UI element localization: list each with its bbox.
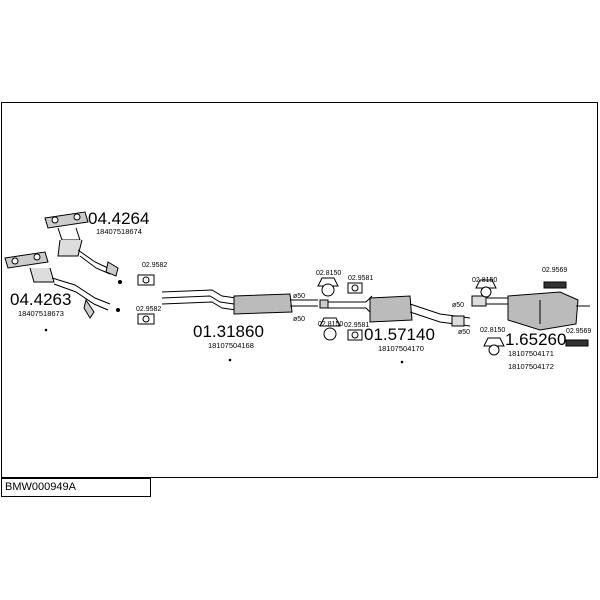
label-gasket-rear-lower: 02.9569	[566, 328, 591, 335]
clamp-mid-lower[interactable]	[347, 329, 363, 341]
diameter-label-4: ø50	[458, 329, 470, 336]
hanger-mid-upper[interactable]	[317, 277, 339, 297]
diagram-frame	[1, 102, 598, 478]
label-hanger-rear-upper: 02.8150	[472, 277, 497, 284]
part-number-cat-upper: 04.4264	[88, 209, 149, 228]
label-hanger-mid-lower: 02.8150	[318, 321, 343, 328]
hanger-rear-lower[interactable]	[483, 337, 505, 356]
gasket-rear-lower[interactable]	[565, 339, 589, 347]
front-pipe-silencer[interactable]	[161, 289, 318, 315]
part-number-middle-silencer: 01.57140	[364, 325, 435, 344]
part-number-front-pipe: 01.31860	[193, 322, 264, 341]
part-number-rear-silencer: 1.65260	[505, 330, 566, 349]
label-hanger-mid-upper: 02.8150	[316, 270, 341, 277]
diameter-label-1: ø50	[293, 293, 305, 300]
rear-silencer[interactable]	[471, 291, 590, 331]
clamp-front-upper[interactable]	[118, 274, 155, 286]
oem-number-middle-silencer: 18107504170	[378, 344, 424, 353]
oem-number-cat-lower: 18407518673	[18, 309, 64, 318]
gasket-rear-upper[interactable]	[543, 281, 567, 289]
diameter-label-3: ø50	[452, 302, 464, 309]
hanger-rear-upper[interactable]	[475, 279, 497, 298]
label-clamp-front-upper: 02.9582	[142, 262, 167, 269]
oem-number-rear-silencer-2: 18107504172	[508, 362, 554, 371]
label-clamp-mid-upper: 02.9581	[348, 275, 373, 282]
label-gasket-rear-upper: 02.9569	[542, 267, 567, 274]
label-clamp-mid-lower: 02.9581	[344, 322, 369, 329]
catalytic-converter-lower[interactable]	[4, 251, 120, 319]
middle-silencer[interactable]	[319, 295, 471, 327]
label-clamp-front-lower: 02.9582	[136, 306, 161, 313]
diameter-label-2: ø50	[293, 316, 305, 323]
diagram-code: BMW000949A	[1, 478, 151, 497]
hanger-mid-lower[interactable]	[319, 317, 341, 341]
oem-number-front-pipe: 18107504168	[208, 341, 254, 350]
part-number-cat-lower: 04.4263	[10, 290, 71, 309]
oem-number-cat-upper: 18407518674	[96, 227, 142, 236]
label-hanger-rear-lower: 02.8150	[480, 327, 505, 334]
clamp-mid-upper[interactable]	[347, 282, 363, 294]
clamp-front-lower[interactable]	[137, 313, 155, 325]
catalytic-converter-upper[interactable]	[44, 211, 119, 277]
oem-number-rear-silencer-1: 18107504171	[508, 349, 554, 358]
